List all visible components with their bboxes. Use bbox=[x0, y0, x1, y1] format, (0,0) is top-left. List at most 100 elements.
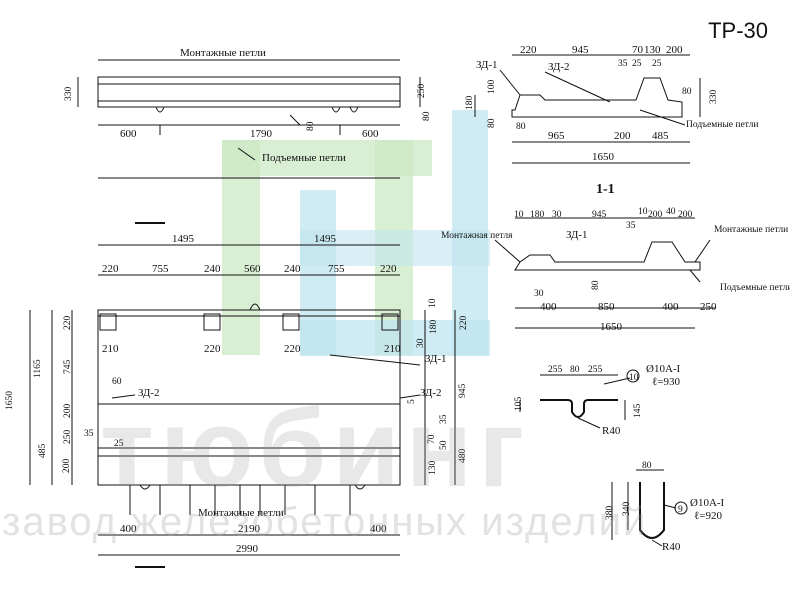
dim-right-10: 10 bbox=[428, 298, 438, 308]
dim-top-600a: 600 bbox=[120, 128, 137, 140]
sec-dim-400b: 400 bbox=[662, 301, 679, 313]
dim-in-35: 35 bbox=[84, 429, 94, 439]
side-dim-100: 100 bbox=[487, 80, 497, 95]
detail-loop-930 bbox=[519, 374, 631, 429]
side-dim-200b: 200 bbox=[614, 130, 631, 142]
dim-col-6: 755 bbox=[328, 263, 345, 275]
d1-dim-105: 105 bbox=[514, 397, 524, 412]
side-dim-130: 130 bbox=[644, 44, 661, 56]
tag-zd1-plan: ЗД-1 bbox=[425, 353, 447, 365]
section-title: 1-1 bbox=[596, 182, 615, 197]
sec-dim-945: 945 bbox=[592, 210, 607, 220]
sec-dim-80: 80 bbox=[591, 280, 601, 290]
top-view bbox=[77, 59, 421, 179]
dim-plan-1495a: 1495 bbox=[172, 233, 195, 245]
dim-plan-1495b: 1495 bbox=[314, 233, 337, 245]
side-view bbox=[474, 54, 701, 164]
section-mark bbox=[135, 222, 165, 568]
d2-length: ℓ=920 bbox=[694, 510, 722, 522]
side-view-labels: 220 945 70 130 200 35 25 25 ЗД-1 ЗД-2 18… bbox=[465, 44, 758, 163]
plan-labels: 1495 1495 220 755 240 560 240 755 220 16… bbox=[5, 233, 469, 555]
dim-top-250: 250 bbox=[417, 84, 427, 99]
label-lift-section: Подъемные петли bbox=[720, 283, 790, 293]
section-mark-labels: 30 1-1 bbox=[596, 182, 615, 197]
d1-dim-255a: 255 bbox=[548, 365, 563, 375]
d1-dim-255b: 255 bbox=[588, 365, 603, 375]
sec-dim-250: 250 bbox=[700, 301, 717, 313]
d2-pos: 9 bbox=[678, 505, 683, 515]
section-labels: 10 180 30 945 10 35 200 40 200 ЗД-1 Монт… bbox=[441, 207, 790, 333]
dim-left-485: 485 bbox=[38, 444, 48, 459]
sec-dim-200b: 200 bbox=[678, 210, 693, 220]
tag-zd2-plan-right: ЗД-2 bbox=[420, 387, 442, 399]
dim-in-220b: 220 bbox=[284, 343, 301, 355]
dim-in-210a: 210 bbox=[102, 343, 119, 355]
d2-rebar: Ø10А-I bbox=[690, 497, 725, 509]
dim-right-945: 945 bbox=[458, 384, 468, 399]
dim-col-2: 755 bbox=[152, 263, 169, 275]
detail-ubar-920 bbox=[611, 469, 677, 547]
side-dim-200: 200 bbox=[666, 44, 683, 56]
side-dim-180: 180 bbox=[465, 96, 475, 111]
d2-radius: R40 bbox=[662, 541, 681, 553]
tag-zd1-side: ЗД-1 bbox=[476, 59, 498, 71]
side-dim-485: 485 bbox=[652, 130, 669, 142]
dim-right-50: 50 bbox=[439, 440, 449, 450]
dim-in-60: 60 bbox=[112, 377, 122, 387]
sec-dim-180: 180 bbox=[530, 210, 545, 220]
dim-bot-400a: 400 bbox=[120, 523, 137, 535]
dim-bot-2990: 2990 bbox=[236, 543, 259, 555]
side-dim-80-left: 80 bbox=[487, 118, 497, 128]
side-dim-80-bottom: 80 bbox=[516, 122, 526, 132]
side-dim-80-right: 80 bbox=[682, 87, 692, 97]
dim-col-3: 240 bbox=[204, 263, 221, 275]
d1-dim-145: 145 bbox=[633, 404, 643, 419]
label-mount-left: Монтажная петля bbox=[441, 231, 513, 241]
dim-top-1790: 1790 bbox=[250, 128, 273, 140]
side-dim-965: 965 bbox=[548, 130, 565, 142]
sec-dim-30b: 30 bbox=[534, 289, 544, 299]
dim-right-35: 35 bbox=[439, 414, 449, 424]
side-label-lift-text: Подъемные петли bbox=[686, 120, 758, 130]
d1-pos: 10 bbox=[629, 373, 639, 383]
section-view bbox=[494, 217, 715, 329]
sec-dim-1650: 1650 bbox=[600, 321, 623, 333]
sec-dim-30: 30 bbox=[552, 210, 562, 220]
side-dim-25a: 25 bbox=[632, 59, 642, 69]
dim-right-480: 480 bbox=[458, 449, 468, 464]
d1-dim-80: 80 bbox=[570, 365, 580, 375]
sec-dim-40: 40 bbox=[666, 207, 676, 217]
dim-right-220: 220 bbox=[459, 316, 469, 331]
dim-right-180: 180 bbox=[429, 320, 439, 335]
dim-right-5: 5 bbox=[407, 399, 417, 404]
dim-right-70: 70 bbox=[427, 434, 437, 444]
dim-col-1: 220 bbox=[102, 263, 119, 275]
dim-col-5: 240 bbox=[284, 263, 301, 275]
side-dim-1650: 1650 bbox=[592, 151, 615, 163]
dim-left-745: 745 bbox=[63, 360, 73, 375]
sec-dim-200a: 200 bbox=[648, 210, 663, 220]
sheet-code: ТР-30 bbox=[708, 18, 768, 43]
d2-dim-340: 340 bbox=[622, 502, 632, 517]
d2-dim-380: 380 bbox=[605, 506, 615, 521]
dim-bot-2190: 2190 bbox=[238, 523, 261, 535]
dim-right-30: 30 bbox=[416, 338, 426, 348]
dim-col-7: 220 bbox=[380, 263, 397, 275]
side-dim-35: 35 bbox=[618, 59, 628, 69]
label-mount-top: Монтажные петли bbox=[180, 47, 266, 59]
side-label-lift: Подъемные петли bbox=[686, 120, 758, 130]
sec-dim-850: 850 bbox=[598, 301, 615, 313]
dim-top-80a: 80 bbox=[306, 121, 316, 131]
sec-dim-400a: 400 bbox=[540, 301, 557, 313]
tag-zd1-section: ЗД-1 bbox=[566, 229, 588, 241]
d1-rebar: Ø10А-I bbox=[646, 363, 681, 375]
dim-left-1165: 1165 bbox=[33, 359, 43, 378]
side-dim-70: 70 bbox=[632, 44, 644, 56]
sec-dim-10b: 10 bbox=[638, 207, 648, 217]
label-mount-right: Монтажные петли bbox=[714, 225, 788, 235]
dim-bot-400b: 400 bbox=[370, 523, 387, 535]
sec-dim-35: 35 bbox=[626, 221, 636, 231]
detail2-labels: 80 380 340 R40 9 Ø10А-I ℓ=920 bbox=[605, 461, 725, 553]
d1-radius: R40 bbox=[602, 425, 621, 437]
